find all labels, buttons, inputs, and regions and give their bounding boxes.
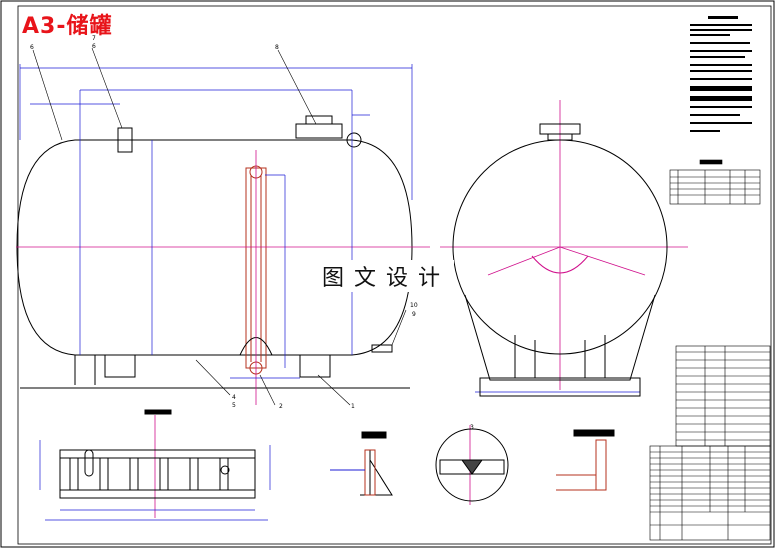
detail-weld-a bbox=[330, 431, 393, 496]
callout-5: 5 bbox=[232, 402, 236, 409]
section-label: 3 bbox=[470, 424, 474, 431]
dimension-lines bbox=[19, 64, 640, 521]
callout-7: 7 bbox=[92, 35, 96, 42]
callout-6b: 6 bbox=[92, 43, 96, 50]
title-block bbox=[649, 445, 771, 541]
drawing-title: A3-储罐 bbox=[22, 14, 113, 39]
technical-notes bbox=[690, 16, 752, 132]
callout-1: 1 bbox=[351, 403, 355, 410]
callout-6a: 6 bbox=[30, 44, 34, 51]
watermark: 图文设计 bbox=[318, 260, 455, 292]
nozzle-table bbox=[669, 159, 761, 205]
detail-section-3 bbox=[435, 428, 509, 502]
saddle-support bbox=[464, 294, 656, 381]
tank-shell bbox=[16, 139, 413, 356]
saddle-right bbox=[299, 354, 331, 378]
detail-weld-b bbox=[556, 429, 615, 491]
side-view bbox=[452, 123, 668, 397]
nozzle-top-left bbox=[117, 127, 133, 153]
callout-10: 10 bbox=[410, 302, 418, 309]
manhole bbox=[295, 123, 343, 139]
leader-lines bbox=[32, 47, 407, 406]
callout-2: 2 bbox=[279, 403, 283, 410]
callout-4: 4 bbox=[232, 394, 236, 401]
nozzle-circle bbox=[346, 132, 362, 148]
saddle-detail bbox=[59, 409, 256, 499]
saddle-left bbox=[104, 354, 136, 378]
callout-9: 9 bbox=[412, 311, 416, 318]
front-view bbox=[16, 115, 413, 389]
callout-8: 8 bbox=[275, 44, 279, 51]
design-data-table bbox=[675, 345, 771, 447]
